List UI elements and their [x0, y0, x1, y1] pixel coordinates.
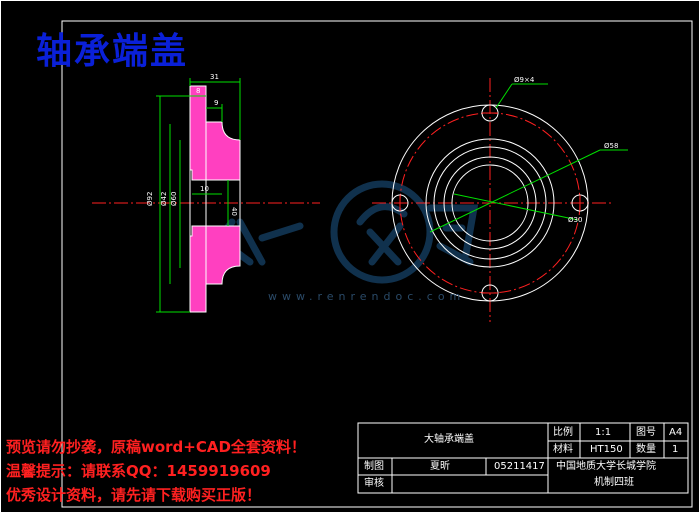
part-name: 大轴承端盖	[424, 434, 474, 445]
dim-10: 10	[200, 185, 209, 193]
promo-line-2: 温馨提示：请联系QQ：1459919609	[6, 462, 271, 480]
drawing-title: 轴承端盖	[36, 31, 189, 72]
scale-label: 比例	[553, 427, 573, 438]
dim-8: 8	[196, 87, 200, 95]
drawn-id: 05211417	[494, 461, 545, 472]
dim-d30: Ø30	[568, 216, 582, 224]
front-view: Ø9×4 Ø58 Ø30	[372, 76, 628, 322]
side-section-view: 31 8 9 10 40 Ø92 Ø42 Ø60	[92, 73, 320, 313]
drawn-label: 制图	[364, 461, 384, 472]
circle-r56	[433, 146, 547, 260]
dim-d58: Ø58	[604, 142, 618, 150]
dim-31: 31	[210, 73, 219, 81]
circle-r38	[451, 164, 529, 242]
quantity-value: 1	[672, 444, 679, 455]
material-label: 材料	[553, 444, 573, 455]
school-name: 中国地质大学长城学院	[556, 461, 656, 472]
inner-frame	[61, 20, 693, 508]
dim-d42: Ø42	[160, 192, 168, 206]
dim-9: 9	[214, 99, 218, 107]
dim-d92: Ø92	[146, 192, 154, 206]
title-block-grid	[357, 422, 689, 494]
lower-section-hatch	[189, 225, 241, 313]
department-name: 机制四班	[594, 477, 634, 488]
dim-40: 40	[230, 207, 238, 216]
material-value: HT150	[590, 444, 623, 455]
drawing-no-label: 图号	[636, 427, 656, 438]
checked-label: 审核	[364, 478, 384, 489]
drawn-name: 夏昕	[430, 461, 450, 472]
watermark-text: www.renrendoc.com	[268, 290, 466, 303]
dim-d60: Ø60	[170, 192, 178, 206]
circle-r64	[425, 138, 555, 268]
circle-r46	[443, 156, 537, 250]
promo-line-1: 预览请勿抄袭，原稿word+CAD全套资料！	[6, 438, 306, 456]
quantity-label: 数量	[636, 444, 656, 455]
promo-line-3: 优秀设计资料，请先请下载购买正版！	[6, 486, 262, 504]
scale-value: 1:1	[595, 427, 612, 438]
dim-bolt-holes: Ø9×4	[514, 76, 535, 84]
drawing-no-value: A4	[669, 427, 683, 438]
